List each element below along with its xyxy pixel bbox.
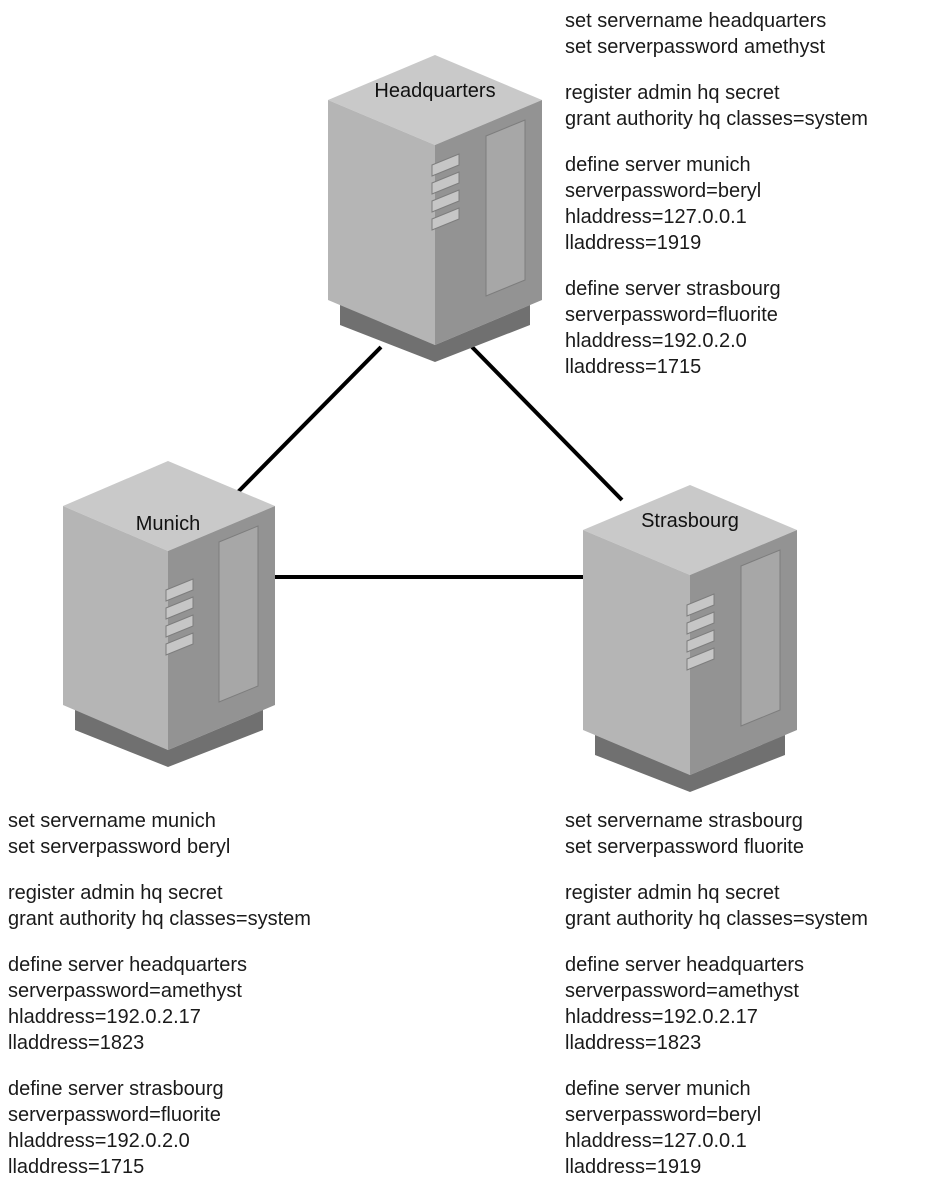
config-line: register admin hq secret	[565, 882, 780, 904]
server-front	[583, 530, 690, 775]
config-line: set servername headquarters	[565, 10, 827, 32]
drive-bays	[165, 578, 194, 656]
config-strasbourg: set servername strasbourg set serverpass…	[565, 808, 868, 1180]
config-headquarters: set servername headquarters set serverpa…	[565, 8, 868, 380]
config-line: serverpassword=beryl	[565, 1104, 762, 1126]
server-strasbourg: Strasbourg	[583, 485, 797, 792]
config-line: hladdress=127.0.0.1	[565, 206, 747, 228]
server-headquarters: Headquarters	[328, 55, 542, 362]
config-line: lladdress=1823	[565, 1032, 702, 1054]
server-panel	[218, 525, 259, 703]
config-line: register admin hq secret	[565, 82, 780, 104]
config-line: define server munich	[565, 154, 751, 176]
server-label-munich: Munich	[136, 513, 200, 535]
config-line: define server munich	[565, 1078, 751, 1100]
config-line: set serverpassword beryl	[8, 836, 231, 858]
server-label-headquarters: Headquarters	[374, 80, 495, 102]
config-line: register admin hq secret	[8, 882, 223, 904]
config-line: grant authority hq classes=system	[565, 908, 868, 930]
config-line: serverpassword=amethyst	[565, 980, 799, 1002]
config-line: lladdress=1823	[8, 1032, 145, 1054]
config-line: define server strasbourg	[565, 278, 781, 300]
server-panel	[485, 119, 526, 297]
server-base	[595, 735, 785, 792]
drive-bays	[686, 593, 715, 671]
server-label-strasbourg: Strasbourg	[641, 510, 739, 532]
config-line: hladdress=192.0.2.17	[565, 1006, 758, 1028]
server-base	[340, 305, 530, 362]
config-line: lladdress=1715	[565, 356, 702, 378]
config-line: lladdress=1919	[565, 232, 702, 254]
config-line: serverpassword=beryl	[565, 180, 762, 202]
config-line: set servername munich	[8, 810, 216, 832]
config-line: hladdress=192.0.2.0	[565, 330, 747, 352]
config-line: serverpassword=amethyst	[8, 980, 242, 1002]
server-panel	[740, 549, 781, 727]
config-line: lladdress=1715	[8, 1156, 145, 1178]
config-line: serverpassword=fluorite	[565, 304, 778, 326]
config-line: set serverpassword fluorite	[565, 836, 804, 858]
config-line: set serverpassword amethyst	[565, 36, 826, 58]
server-front	[328, 100, 435, 345]
config-line: define server headquarters	[8, 954, 248, 976]
config-line: hladdress=127.0.0.1	[565, 1130, 747, 1152]
server-base	[75, 710, 263, 767]
config-line: serverpassword=fluorite	[8, 1104, 221, 1126]
link-hq-munich	[236, 345, 383, 494]
server-top	[63, 461, 275, 551]
config-munich: set servername munich set serverpassword…	[8, 808, 311, 1180]
config-line: lladdress=1919	[565, 1156, 702, 1178]
config-line: grant authority hq classes=system	[565, 108, 868, 130]
config-line: grant authority hq classes=system	[8, 908, 311, 930]
server-front	[63, 506, 168, 750]
drive-bays	[431, 153, 460, 231]
config-line: hladdress=192.0.2.17	[8, 1006, 201, 1028]
config-line: hladdress=192.0.2.0	[8, 1130, 190, 1152]
server-munich: Munich	[63, 461, 275, 767]
link-hq-strasbourg	[470, 345, 624, 502]
config-line: define server strasbourg	[8, 1078, 224, 1100]
config-line: set servername strasbourg	[565, 810, 803, 832]
config-line: define server headquarters	[565, 954, 805, 976]
